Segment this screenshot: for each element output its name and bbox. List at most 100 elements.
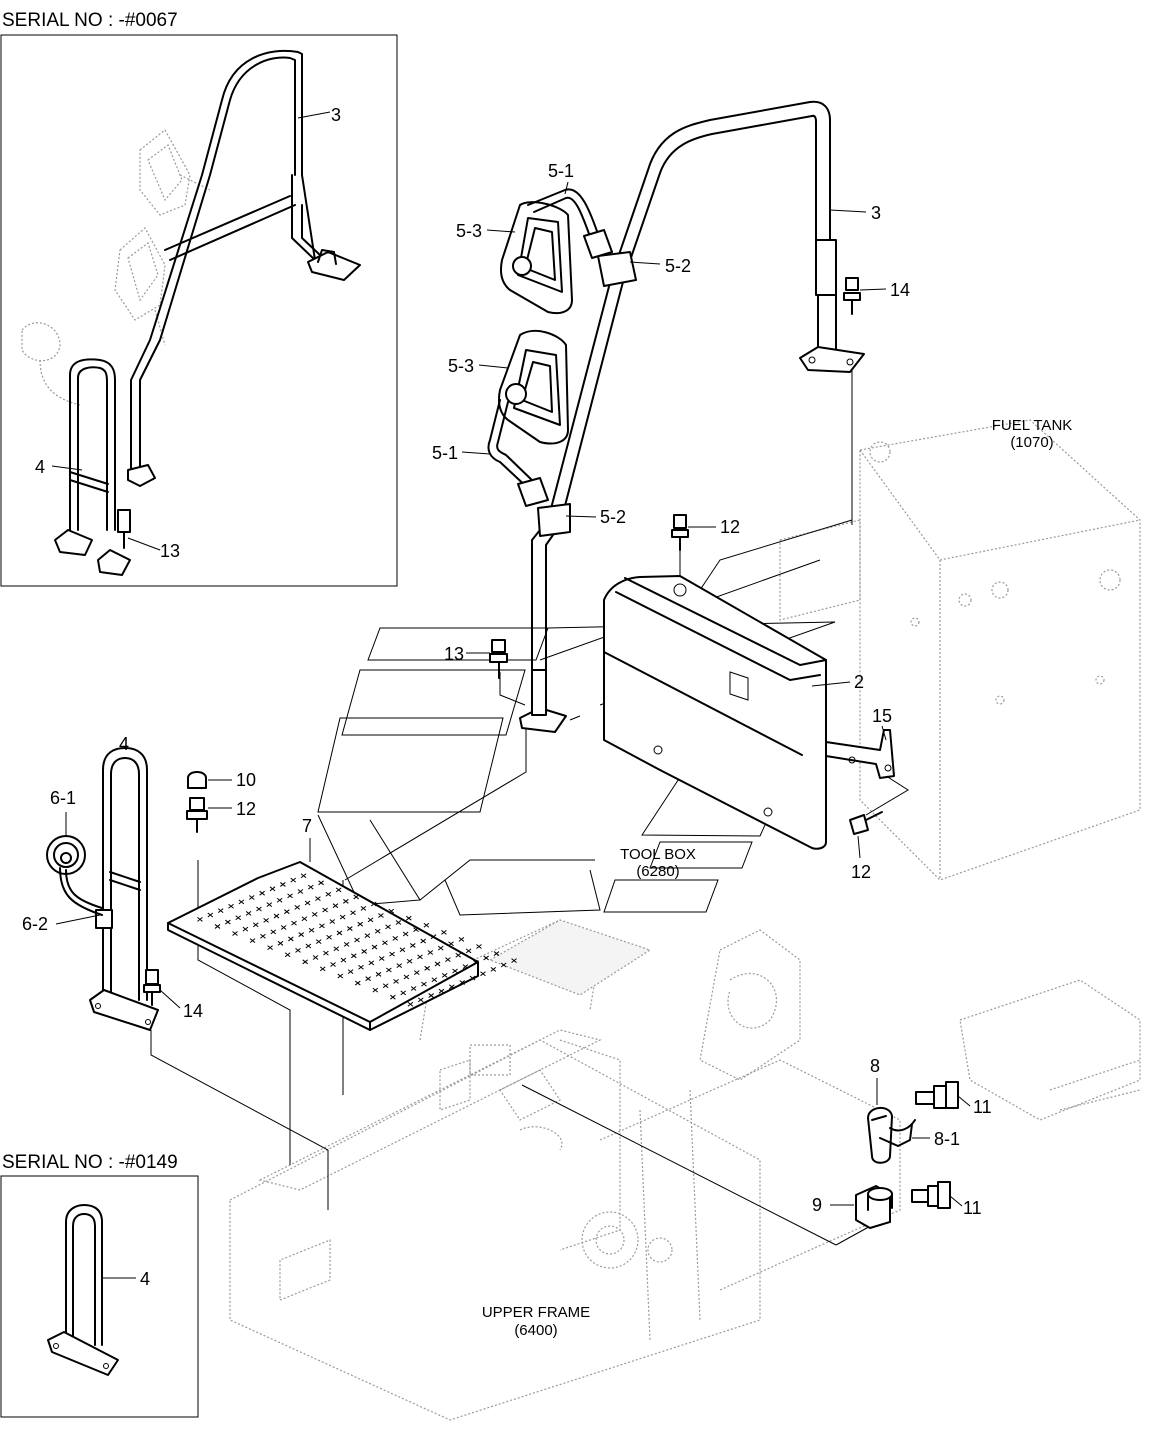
- callout-8-1: 8-1: [934, 1129, 960, 1149]
- perforation-hole: [417, 954, 423, 960]
- perforation-hole: [232, 931, 238, 936]
- callout-5-1b: 5-1: [432, 443, 458, 463]
- leader-5-3b: [478, 364, 509, 369]
- perforation-hole: [389, 951, 395, 957]
- perforation-hole: [270, 929, 277, 935]
- perforation-hole: [302, 959, 308, 965]
- pin-and-bracket: [855, 1081, 959, 1229]
- perforation-hole: [238, 899, 245, 905]
- callout-5-2a: 5-2: [665, 256, 691, 276]
- perforation-hole: [399, 947, 406, 953]
- perforation-hole: [390, 994, 396, 1000]
- perforation-hole: [337, 973, 344, 979]
- perforation-hole: [465, 948, 472, 954]
- caption-fuel-tank: FUEL TANK: [992, 417, 1073, 434]
- perforation-hole: [339, 914, 346, 920]
- perforation-hole: [441, 972, 448, 978]
- perforation-hole: [214, 924, 221, 929]
- perforation-hole: [400, 990, 407, 996]
- perforation-hole: [448, 941, 454, 947]
- perforation-hole: [288, 936, 294, 942]
- perforation-hole: [469, 975, 476, 981]
- perforation-hole: [370, 901, 377, 907]
- perforation-hole: [347, 926, 353, 931]
- perforation-hole: [260, 933, 266, 939]
- perforation-hole: [249, 938, 256, 943]
- serial-label-bottom: SERIAL NO : -#0149: [2, 1152, 178, 1173]
- handrail-3-assembly: [487, 100, 865, 733]
- perforation-hole: [269, 886, 276, 892]
- callout-9: 9: [812, 1195, 822, 1215]
- callout-13b: 13: [444, 644, 464, 664]
- perforation-hole: [382, 983, 389, 989]
- perforation-hole: [378, 956, 385, 961]
- inset-box-serial-0149: [0, 1175, 199, 1418]
- perforation-hole: [312, 955, 319, 960]
- perforation-hole: [276, 897, 283, 903]
- perforation-hole: [374, 928, 381, 934]
- perforation-hole: [372, 987, 379, 993]
- perforation-hole: [308, 927, 315, 933]
- perforation-hole: [406, 915, 412, 921]
- leader-lines: [150, 370, 909, 1246]
- leader-3b: [829, 209, 867, 213]
- perforation-hole: [490, 966, 497, 972]
- perforation-hole: [428, 993, 434, 998]
- perforation-hole: [291, 920, 297, 926]
- perforation-hole: [500, 962, 507, 968]
- perforation-hole: [388, 908, 395, 914]
- perforation-hole: [248, 895, 255, 900]
- leader-13a: [127, 537, 161, 551]
- leader-5-2a: [629, 261, 661, 265]
- perforation-hole: [406, 958, 413, 964]
- perforation-hole: [409, 943, 416, 948]
- perforation-hole: [459, 980, 466, 985]
- perforation-hole: [410, 986, 417, 991]
- perforation-hole: [323, 950, 329, 956]
- leader-5-3a: [486, 229, 516, 233]
- callout-12b: 12: [236, 799, 256, 819]
- perforation-hole: [301, 916, 308, 922]
- leader-5-2b: [565, 515, 597, 518]
- perforation-hole: [277, 940, 284, 946]
- cap-and-bolt: [186, 771, 208, 833]
- caption-tool-box: TOOL BOX: [620, 846, 696, 863]
- bracket-15: [825, 729, 895, 779]
- perforation-hole: [325, 891, 332, 897]
- caption-tool-box-no: (6280): [636, 863, 679, 880]
- perforation-hole: [364, 933, 371, 939]
- perforation-hole: [357, 921, 364, 927]
- perforation-hole: [420, 938, 426, 944]
- perforation-hole: [340, 957, 347, 963]
- leader-2: [811, 681, 851, 687]
- perforation-hole: [332, 903, 339, 909]
- step-plate-7: [167, 861, 517, 1031]
- callout-6-2: 6-2: [22, 914, 48, 934]
- callout-5-3a: 5-3: [456, 221, 482, 241]
- perforation-hole: [343, 941, 350, 947]
- perforation-hole: [318, 880, 324, 886]
- perforation-hole: [326, 934, 332, 940]
- perforation-hole: [335, 887, 342, 893]
- perforation-hole: [360, 906, 367, 911]
- callout-7: 7: [302, 816, 312, 836]
- perforation-hole: [263, 918, 269, 923]
- perforation-hole: [483, 955, 489, 961]
- perforation-hole: [315, 939, 322, 945]
- perforation-hole: [305, 943, 312, 949]
- perforation-hole: [358, 964, 364, 970]
- perforation-hole: [427, 950, 434, 955]
- callout-12c: 12: [851, 862, 871, 882]
- perforation-hole: [445, 957, 451, 962]
- perforation-hole: [455, 952, 462, 958]
- perforation-hole: [290, 877, 297, 883]
- perforation-hole: [458, 937, 465, 942]
- perforation-hole: [402, 931, 409, 937]
- perforation-hole: [511, 958, 517, 964]
- perforation-hole: [403, 974, 410, 980]
- callout-5-2b: 5-2: [600, 507, 626, 527]
- perforation-hole: [354, 980, 361, 986]
- perforation-hole: [347, 969, 354, 974]
- perforation-hole: [330, 962, 336, 967]
- perforation-hole: [449, 984, 455, 990]
